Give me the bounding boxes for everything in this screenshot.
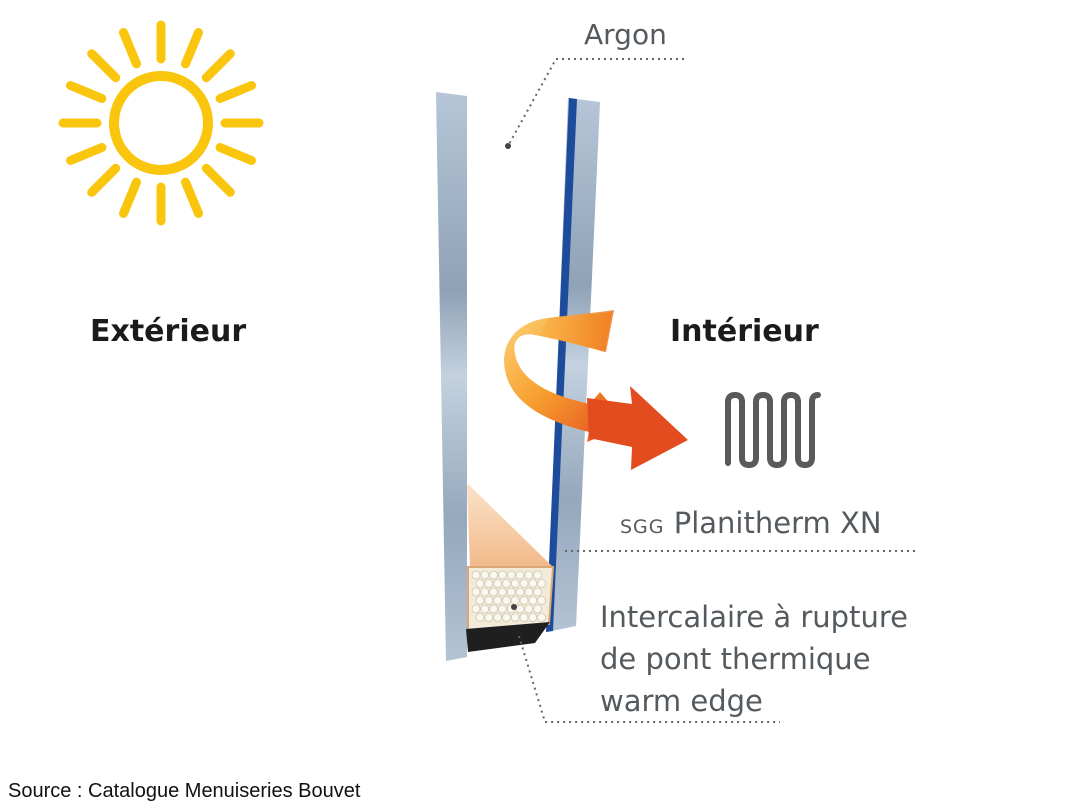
sun-ray: [181, 177, 203, 218]
desiccant-bead: [528, 613, 538, 622]
sun-ray: [87, 49, 121, 83]
radiator-icon: [725, 392, 821, 468]
sun-ray: [66, 143, 107, 165]
spacer-leader-dot: [511, 604, 517, 610]
desiccant-bead: [484, 596, 494, 605]
desiccant-bead: [537, 613, 546, 622]
desiccant-bead: [524, 570, 534, 580]
desiccant-bead: [515, 570, 525, 580]
desiccant-bead: [480, 587, 490, 597]
desiccant-bead: [471, 604, 481, 614]
interior-label: Intérieur: [670, 314, 819, 349]
desiccant-bead: [537, 596, 546, 605]
desiccant-bead: [501, 579, 511, 588]
sgg-prefix: SGG: [620, 516, 665, 538]
desiccant-bead: [519, 613, 529, 622]
sun-ray: [215, 143, 256, 165]
desiccant-bead: [480, 604, 490, 614]
inner-glass-pane: [547, 98, 600, 632]
desiccant-bead: [471, 587, 481, 597]
exterior-label: Extérieur: [90, 314, 247, 349]
desiccant-bead: [489, 604, 499, 614]
desiccant-bead: [480, 570, 490, 580]
intercalaire-line-3: warm edge: [600, 684, 763, 718]
desiccant-bead: [524, 604, 534, 614]
desiccant-bead: [501, 613, 511, 622]
desiccant-bead: [537, 579, 546, 588]
low-e-coating: [546, 98, 577, 632]
desiccant-bead: [501, 596, 511, 605]
desiccant-bead: [515, 604, 525, 614]
desiccant-bead: [510, 579, 520, 588]
desiccant-bead: [493, 596, 503, 605]
intercalaire-leader: [518, 635, 780, 723]
desiccant-bead: [497, 587, 507, 597]
desiccant-bead: [475, 579, 485, 588]
intercalaire-line-2: de pont thermique: [600, 642, 871, 676]
desiccant-bead: [519, 579, 529, 588]
planitherm-label: SGG Planitherm XN: [620, 506, 882, 540]
planitherm-name: Planitherm XN: [673, 506, 882, 540]
desiccant-bead: [533, 604, 542, 614]
desiccant-bead: [528, 596, 538, 605]
desiccant-bead: [506, 570, 516, 580]
sun-ray: [66, 81, 107, 103]
desiccant-bead: [489, 570, 499, 580]
desiccant-bead: [519, 596, 529, 605]
sun-ray: [215, 81, 256, 103]
desiccant-bead: [515, 587, 525, 597]
argon-label: Argon: [584, 18, 667, 51]
desiccant-bead: [484, 579, 494, 588]
desiccant-bead: [489, 587, 499, 597]
desiccant-bead: [493, 579, 503, 588]
desiccant-bead: [497, 604, 507, 614]
desiccant-bead: [510, 613, 520, 622]
desiccant-bead: [475, 613, 485, 622]
argon-leader: [507, 58, 684, 147]
sun-ray: [119, 177, 141, 218]
desiccant-bead: [510, 596, 520, 605]
desiccant-bead: [497, 570, 507, 580]
desiccant-bead: [533, 570, 542, 580]
source-caption: Source : Catalogue Menuiseries Bouvet: [8, 780, 361, 802]
desiccant-bead: [475, 596, 485, 605]
desiccant-bead: [528, 579, 538, 588]
intercalaire-label: Intercalaire à rupture de pont thermique…: [600, 596, 908, 722]
desiccant-bead: [506, 587, 516, 597]
sun-ray: [119, 28, 141, 69]
outer-glass-pane: [436, 92, 467, 661]
desiccant-bead: [533, 587, 542, 597]
intercalaire-line-1: Intercalaire à rupture: [600, 600, 908, 634]
sun-ray: [181, 28, 203, 69]
sun-ray: [201, 163, 235, 197]
desiccant-bead: [484, 613, 494, 622]
leader-lines: [507, 58, 918, 723]
desiccant-bead: [524, 587, 534, 597]
argon-leader-dot: [505, 143, 511, 149]
sun-ray: [87, 163, 121, 197]
sun-ray: [201, 49, 235, 83]
warm-edge-spacer: [466, 484, 555, 652]
sun-icon: [58, 20, 264, 226]
desiccant-bead: [493, 613, 503, 622]
desiccant-bead: [471, 570, 481, 580]
heat-reflection-arrow-icon: [504, 310, 688, 470]
